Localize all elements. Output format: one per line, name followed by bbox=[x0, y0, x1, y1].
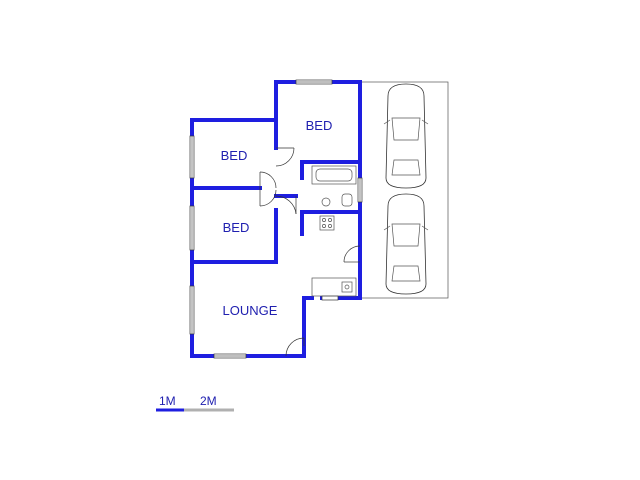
windows bbox=[189, 79, 363, 359]
bathroom-fixtures bbox=[311, 165, 357, 231]
room-label-bed-top: BED bbox=[306, 118, 333, 133]
doors bbox=[259, 147, 361, 357]
scale-bar: 1M 2M bbox=[156, 394, 234, 412]
scale-label-2m: 2M bbox=[200, 394, 217, 408]
room-label-bed-lower: BED bbox=[223, 220, 250, 235]
room-label-bed-upper: BED bbox=[221, 148, 248, 163]
scale-label-1m: 1M bbox=[159, 394, 176, 408]
car-upper bbox=[383, 83, 429, 189]
car-lower bbox=[383, 193, 429, 295]
room-label-lounge: LOUNGE bbox=[223, 303, 278, 318]
kitchen-counter bbox=[311, 277, 357, 297]
